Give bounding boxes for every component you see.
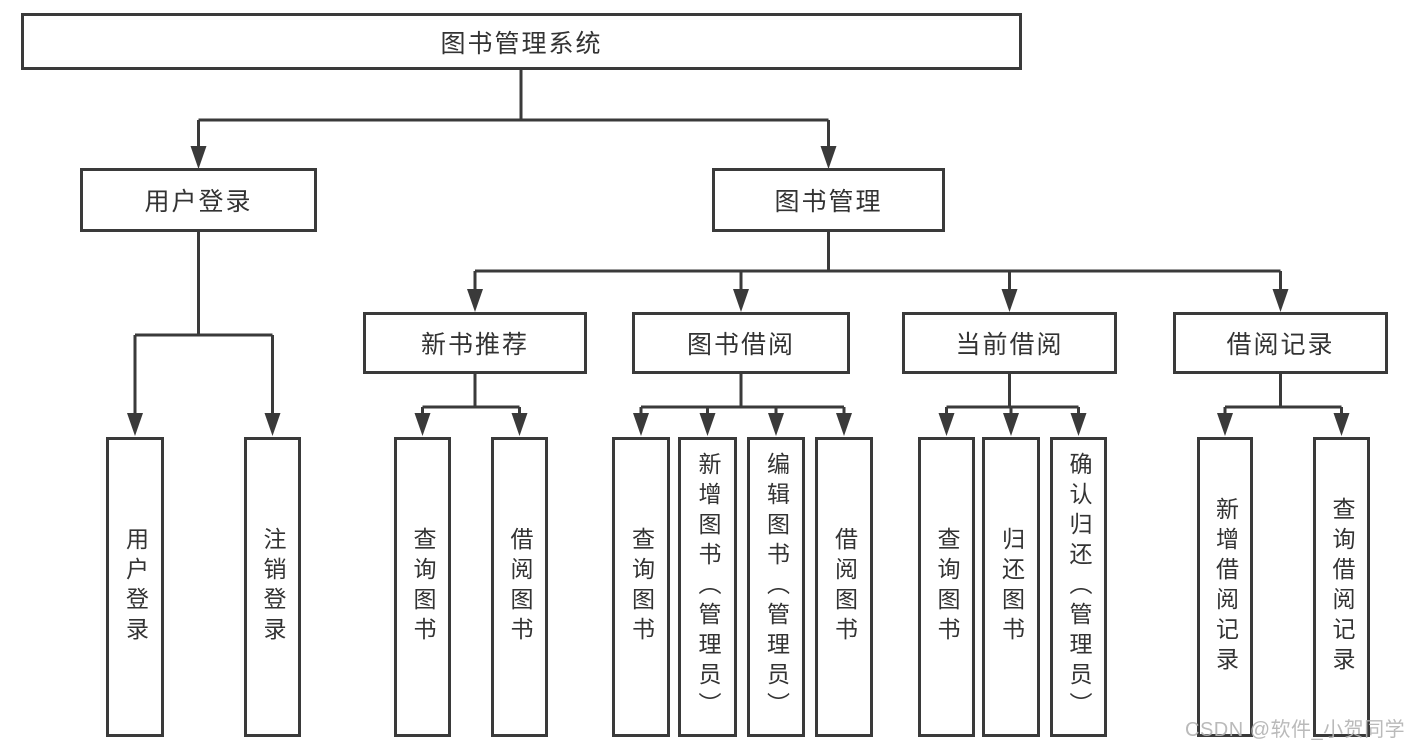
- arrow-down-icon: [127, 413, 143, 436]
- arrow-down-icon: [836, 413, 852, 436]
- node-user-login: 用户登录: [80, 168, 317, 232]
- arrow-down-icon: [1333, 413, 1350, 436]
- arrow-down-icon: [820, 146, 837, 169]
- leaf-label: 归还图书: [998, 527, 1025, 647]
- node-label: 图书管理系统: [440, 29, 603, 58]
- arrow-down-icon: [1003, 413, 1019, 436]
- leaf-add-borrow-record: 新增借阅记录: [1197, 437, 1253, 737]
- node-library-management-system: 图书管理系统: [21, 13, 1022, 70]
- leaf-label: 新增图书（管理员）: [695, 452, 721, 722]
- leaf-label: 借阅图书: [831, 527, 858, 647]
- leaf-query-books-recommend: 查询图书: [394, 437, 451, 737]
- leaf-borrow-books-recommend: 借阅图书: [491, 437, 548, 737]
- leaf-return-books: 归还图书: [982, 437, 1040, 737]
- leaf-query-books-current: 查询图书: [918, 437, 975, 737]
- arrow-down-icon: [633, 413, 649, 436]
- leaf-borrow-books: 借阅图书: [815, 437, 873, 737]
- node-new-book-recommend: 新书推荐: [363, 312, 587, 374]
- leaf-label: 借阅图书: [507, 527, 533, 647]
- leaf-add-books-admin: 新增图书（管理员）: [678, 437, 737, 737]
- node-label: 图书借阅: [686, 331, 795, 359]
- leaf-label: 查询图书: [934, 527, 960, 647]
- arrow-down-icon: [938, 413, 955, 436]
- node-label: 借阅记录: [1226, 331, 1335, 359]
- leaf-label: 用户登录: [122, 527, 149, 647]
- leaf-user-login: 用户登录: [106, 437, 164, 737]
- leaf-query-books-borrow: 查询图书: [612, 437, 670, 737]
- leaf-label: 注销登录: [260, 527, 286, 647]
- arrow-down-icon: [699, 413, 716, 436]
- arrow-down-icon: [1217, 413, 1233, 436]
- node-book-management: 图书管理: [712, 168, 945, 232]
- leaf-edit-books-admin: 编辑图书（管理员）: [747, 437, 805, 737]
- node-label: 当前借阅: [955, 331, 1064, 359]
- arrow-down-icon: [414, 413, 431, 436]
- node-book-borrow: 图书借阅: [632, 312, 850, 374]
- leaf-label: 编辑图书（管理员）: [763, 452, 790, 722]
- leaf-query-borrow-record: 查询借阅记录: [1313, 437, 1370, 737]
- node-label: 新书推荐: [420, 331, 529, 359]
- leaf-logout: 注销登录: [244, 437, 301, 737]
- node-current-borrow: 当前借阅: [902, 312, 1117, 374]
- arrow-down-icon: [768, 413, 784, 436]
- leaf-confirm-return-admin: 确认归还（管理员）: [1050, 437, 1107, 737]
- arrow-down-icon: [1070, 413, 1087, 436]
- node-label: 图书管理: [774, 188, 883, 216]
- leaf-label: 查询图书: [628, 527, 655, 647]
- arrow-down-icon: [733, 289, 749, 312]
- arrow-down-icon: [190, 146, 207, 169]
- node-label: 用户登录: [144, 188, 253, 216]
- node-borrow-records: 借阅记录: [1173, 312, 1388, 374]
- leaf-label: 查询图书: [410, 527, 436, 647]
- leaf-label: 查询借阅记录: [1329, 497, 1355, 677]
- leaf-label: 新增借阅记录: [1212, 497, 1239, 677]
- watermark: CSDN @软件_小贺同学: [1185, 719, 1405, 741]
- leaf-label: 确认归还（管理员）: [1066, 452, 1092, 722]
- arrow-down-icon: [511, 413, 528, 436]
- arrow-down-icon: [467, 289, 483, 312]
- arrow-down-icon: [264, 413, 281, 436]
- arrow-down-icon: [1001, 289, 1018, 312]
- arrow-down-icon: [1272, 289, 1289, 312]
